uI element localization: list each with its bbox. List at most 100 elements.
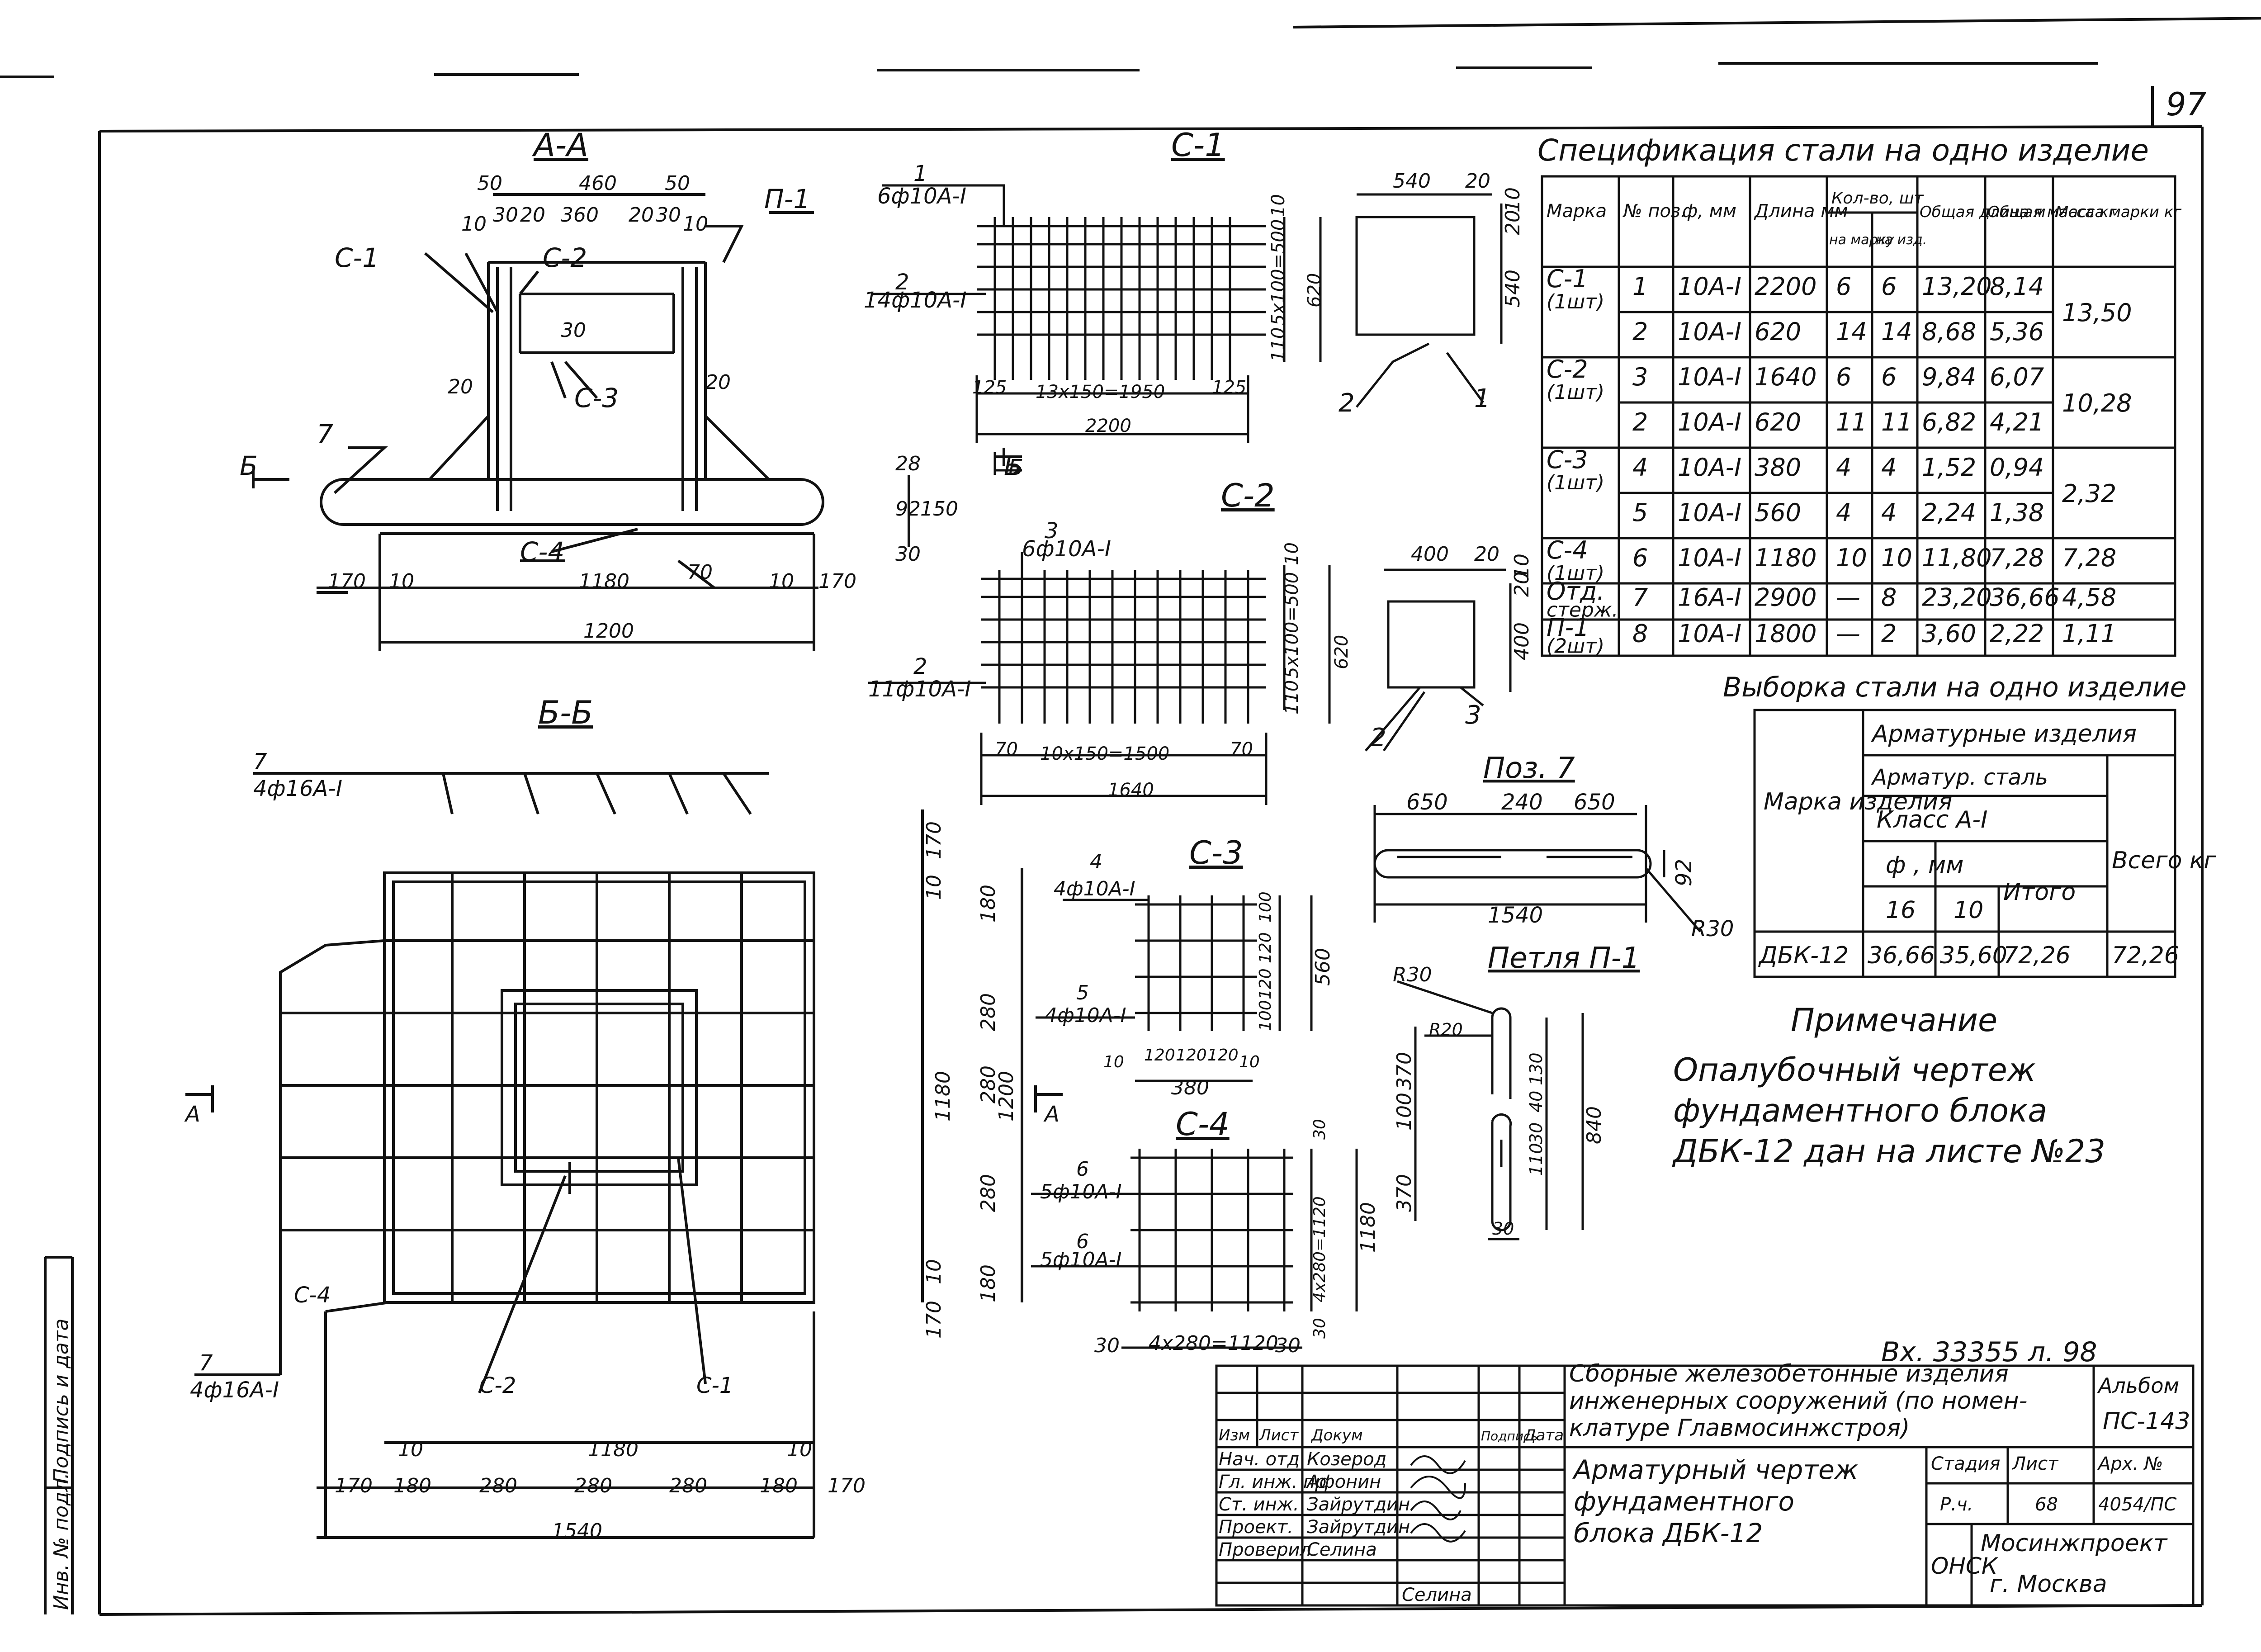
aa-bot-3: 10 [769, 570, 794, 593]
spec-row-2-tl: 9,84 [1922, 363, 1976, 391]
c4-right-0: 30 [1310, 1119, 1329, 1140]
tb-staff-role-2: Ст. инж. [1219, 1494, 1299, 1515]
c1-overall: 2200 [1085, 416, 1131, 436]
c1-right-0: 10 [1268, 194, 1289, 217]
spec-row-4-qty: (1шт) [1547, 471, 1604, 494]
bb-label-c2: С-2 [479, 1373, 516, 1398]
loop-bottom: 30 [1492, 1219, 1514, 1239]
spec-row-2-n1: 6 [1836, 363, 1851, 391]
spec-row-1-tl: 8,68 [1922, 317, 1976, 346]
c2s-right-2: 10 [1510, 554, 1533, 579]
aa-small-3: 28 [895, 452, 921, 475]
tb-project-2: клатуре Главмосинжстроя) [1569, 1415, 1910, 1442]
loop-left-1: 100 [1393, 1093, 1416, 1131]
spec-row-6-n1: 10 [1836, 544, 1867, 572]
sel-row-v16: 36,66 [1868, 942, 1935, 969]
sel-row-total: 72,26 [2003, 942, 2071, 969]
spec-row-4-tm: 0,94 [1990, 453, 2044, 482]
c3-bot-4: 10 [1239, 1053, 1260, 1071]
tb-project-0: Сборные железобетонные изделия [1569, 1360, 2009, 1387]
aa-small-5: 150 [920, 497, 958, 521]
tb-staff-name-2: Зайрутдин [1307, 1494, 1410, 1515]
tb-sheet-label: Лист [2011, 1453, 2059, 1474]
tb-stage-label: Стадия [1931, 1453, 2000, 1474]
c2-right-1: 5х100=500 [1282, 572, 1302, 678]
aa-dim-top-2: 50 [665, 172, 690, 195]
tb-staff-name-3: Зайрутдин [1307, 1517, 1410, 1538]
aa-label-c3: С-3 [574, 383, 619, 413]
spec-row-3-n2: 11 [1881, 408, 1912, 436]
spec-row-0-n2: 6 [1881, 272, 1897, 301]
tb-title-2: блока ДБК-12 [1574, 1518, 1763, 1548]
c1-section: 540 20 20 540 10 2 1 [1339, 170, 1524, 418]
bb-b-3: 280 [574, 1474, 612, 1497]
c2s-marker-2: 2 [1370, 723, 1386, 753]
spec-row-8-tl: 3,60 [1922, 620, 1976, 648]
spec-title: Спецификация стали на одно изделие [1537, 133, 2149, 168]
c4-pos6b-num: 6 [1076, 1230, 1089, 1253]
tb-dept: ОНСК [1931, 1553, 1999, 1579]
side-label-signature: Подпись и дата [50, 1319, 73, 1483]
sel-row-all: 72,26 [2112, 942, 2179, 969]
spec-row-6-n2: 10 [1881, 544, 1912, 572]
aa-label-b-right: Б [1004, 450, 1022, 481]
sel-h-class: Класс А-I [1877, 806, 1987, 833]
spec-row-6-pos: 6 [1632, 544, 1648, 572]
spec-row-1-pos: 2 [1632, 317, 1648, 346]
c3-right-1: 120 [1256, 932, 1275, 963]
bb-label-a-left: А [184, 1102, 200, 1127]
tb-staff-role-3: Проект. [1219, 1517, 1293, 1538]
c1-pos1-num: 1 [913, 161, 927, 186]
spec-row-4-d: 10А-I [1678, 453, 1741, 482]
spec-row-5-tl: 2,24 [1922, 498, 1976, 527]
aa-small-6: 30 [895, 543, 921, 566]
c1s-right-2: 10 [1501, 187, 1524, 213]
spec-h-len: Длина мм [1754, 201, 1848, 222]
c1s-right-0: 20 [1501, 210, 1524, 235]
aa-dim-row2-6: 10 [683, 213, 708, 236]
spec-row-7-tl: 23,20 [1922, 583, 1992, 612]
spec-row-6-qty: (1шт) [1547, 562, 1604, 585]
tb-staff-role-1: Гл. инж. пр [1219, 1472, 1326, 1492]
spec-row-6-tl: 11,80 [1922, 544, 1992, 572]
c1-right-3: 620 [1304, 273, 1325, 308]
tb-arch-label: Арх. № [2097, 1453, 2163, 1474]
aa-overall: 1200 [583, 620, 634, 643]
c4-pos6a: 5ф10А-I [1040, 1180, 1122, 1203]
bb-right-2: 180 [977, 885, 1000, 923]
loop-r30: R30 [1393, 963, 1432, 986]
sheet-number: 97 [2166, 86, 2206, 123]
spec-row-6-d: 10А-I [1678, 544, 1741, 572]
spec-row-8-n2: 2 [1881, 620, 1897, 648]
note-line-1: фундаментного блока [1673, 1092, 2047, 1129]
spec-row-5-n1: 4 [1836, 498, 1851, 527]
loop-right-0: 130 [1526, 1052, 1546, 1085]
c3-overall: 380 [1171, 1076, 1209, 1099]
loop-r20: R20 [1429, 1020, 1463, 1040]
aa-small-1: 20 [448, 375, 473, 398]
c4-bot-0: 30 [1094, 1334, 1120, 1357]
spec-row-6-mm: 7,28 [2062, 544, 2116, 572]
c2-right-3: 620 [1331, 635, 1352, 669]
spec-h-mark-mass: Масса марки кг [2055, 203, 2182, 221]
c3-right-4: 560 [1311, 948, 1334, 986]
loop-right-4: 840 [1583, 1106, 1606, 1144]
spec-h-count: Кол-во, шт [1831, 189, 1924, 208]
c1s-top-1: 20 [1465, 170, 1490, 193]
spec-row-3-len: 620 [1755, 408, 1801, 436]
spec-row-7-mm: 4,58 [2062, 583, 2116, 612]
aa-small-0: 30 [561, 319, 586, 342]
sel-h-dia: ф , мм [1886, 852, 1964, 879]
spec-row-6-mark: С-4 [1547, 536, 1588, 564]
tb-col-3: Подпись [1481, 1429, 1538, 1444]
c3-pos5: 4ф10А-I [1045, 1004, 1126, 1027]
spec-row-4-pos: 4 [1632, 453, 1648, 482]
spec-h-dia: ф, мм [1682, 201, 1736, 222]
bb-dim-1200: 1200 [995, 1071, 1018, 1122]
tb-album-label: Альбом [2097, 1373, 2179, 1398]
title-block: Сборные железобетонные изделия инженерны… [1215, 1360, 2195, 1607]
mesh-c2: С-2 [868, 477, 1352, 805]
bb-right-1: 10 [922, 875, 946, 900]
loop-right-1: 40 [1526, 1091, 1546, 1112]
